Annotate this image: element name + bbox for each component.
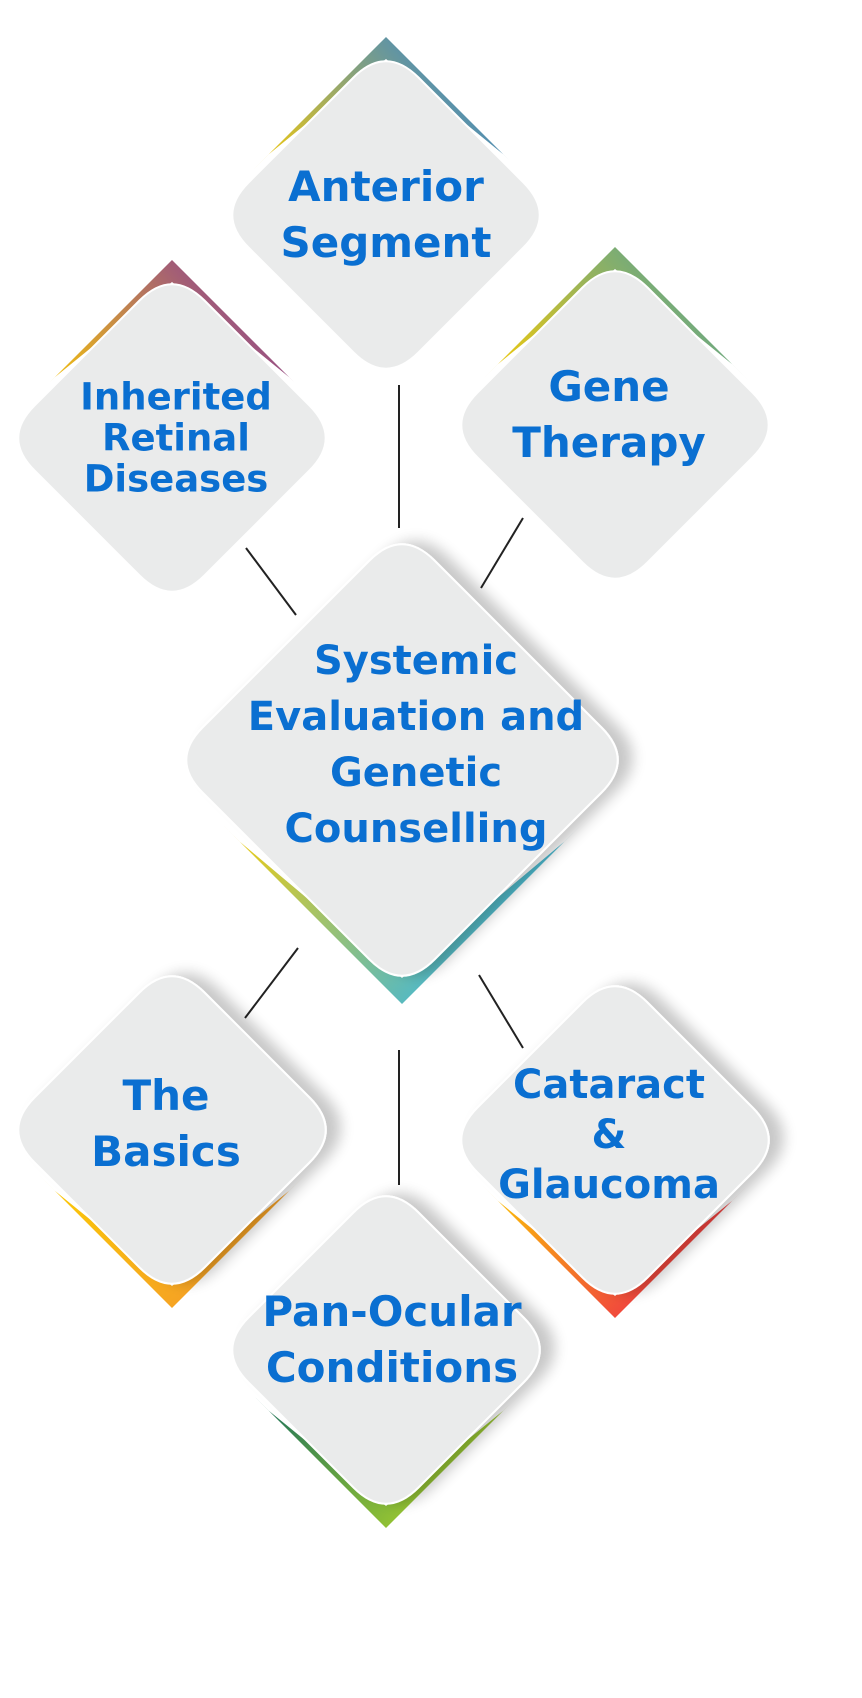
node-card-gene-therapy[interactable] [460, 270, 770, 580]
node-card-pan-ocular-conditions[interactable] [231, 1195, 541, 1505]
node-card-cataract-glaucoma[interactable] [460, 985, 770, 1295]
connector-gene-therapy [480, 517, 524, 589]
connector-cataract-glaucoma [478, 974, 524, 1049]
node-card-inherited-retinal-diseases[interactable] [17, 283, 327, 593]
node-card-anterior-segment[interactable] [231, 60, 541, 370]
node-card-systemic-evaluation[interactable] [185, 543, 619, 977]
connector-the-basics [244, 947, 299, 1019]
node-card-the-basics[interactable] [17, 975, 327, 1285]
connector-layer [244, 385, 524, 1185]
connector-inherited-retinal-diseases [245, 547, 297, 616]
card-layer [17, 60, 770, 1505]
